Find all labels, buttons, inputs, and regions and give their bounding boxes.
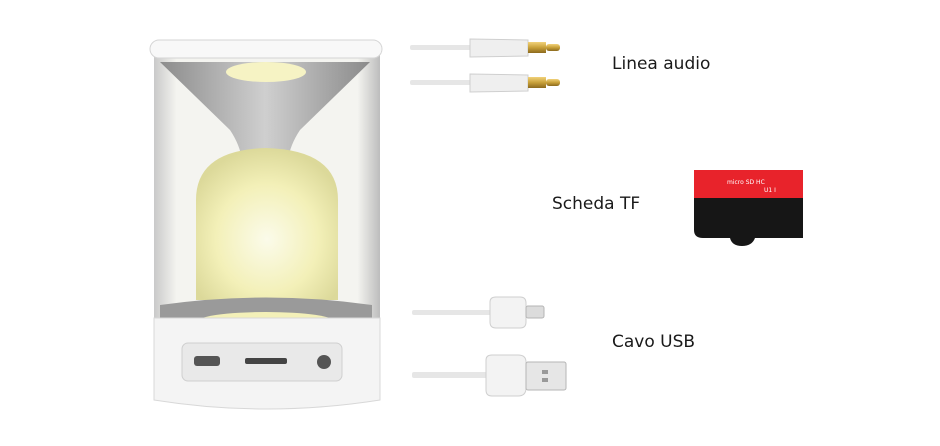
- usb-cable-a: [412, 354, 567, 397]
- usb-cable-label: Cavo USB: [612, 332, 696, 352]
- usb-cable-micro: [412, 296, 545, 329]
- audio-jack: [317, 355, 331, 369]
- light-bulb: [196, 148, 338, 300]
- audio-cable-label: Linea audio: [612, 54, 711, 74]
- tf-slot: [245, 358, 287, 364]
- usb-port: [194, 356, 220, 366]
- top-cap: [149, 39, 383, 59]
- tf-card-class: U1 I: [764, 187, 776, 194]
- speaker-lamp: [149, 39, 383, 410]
- tf-card: micro SD HC U1 I: [694, 170, 803, 246]
- tf-card-logo: micro SD HC: [727, 179, 765, 186]
- audio-cable: [410, 38, 560, 93]
- top-cone: [160, 62, 370, 160]
- tf-card-label: Scheda TF: [552, 194, 641, 214]
